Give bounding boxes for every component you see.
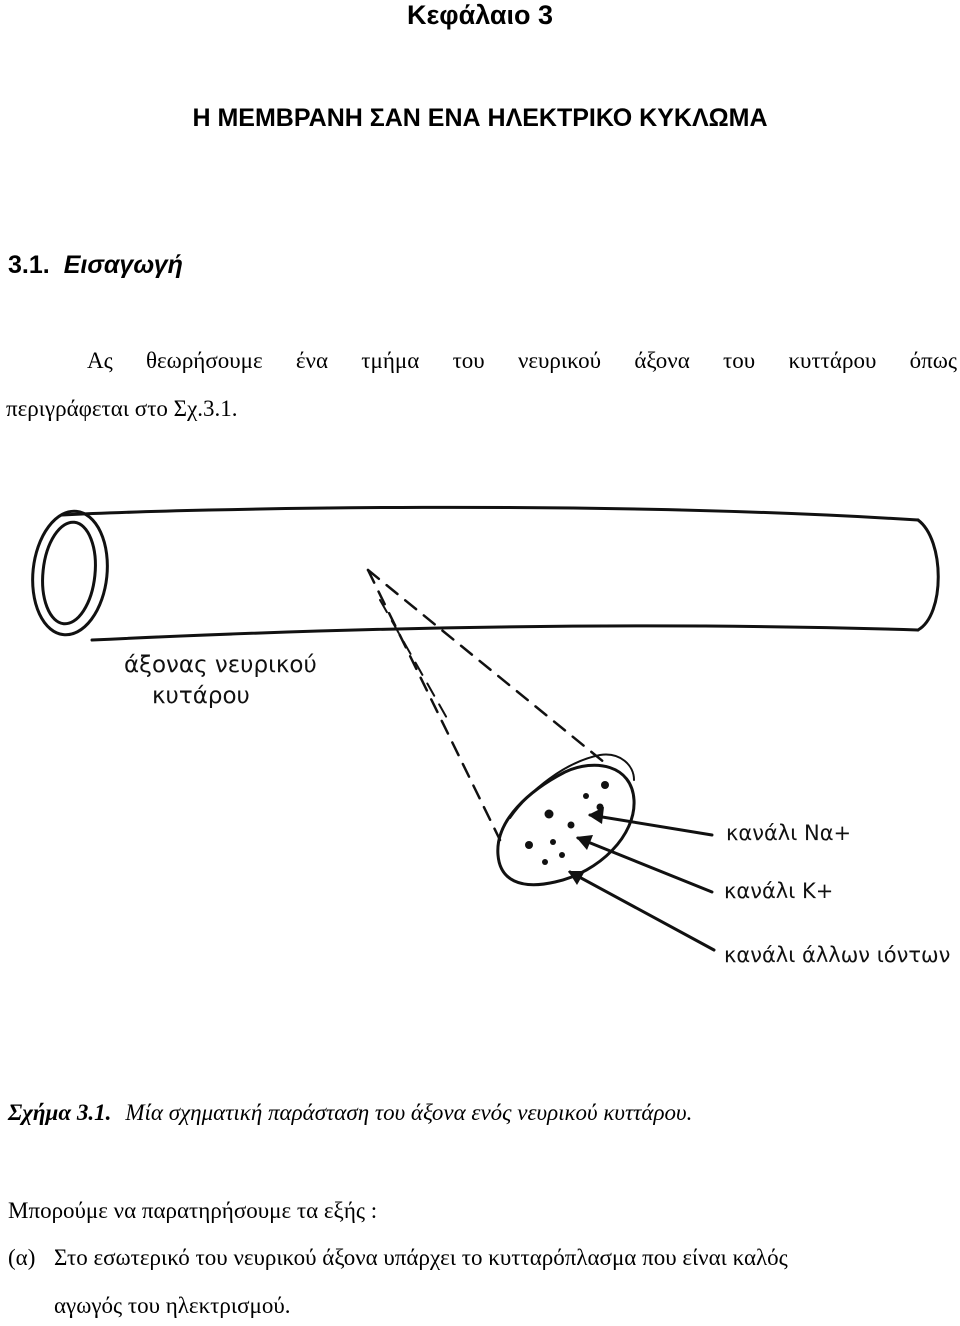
axon-tube-outer-ring (31, 509, 109, 637)
arrowhead-k (576, 835, 593, 850)
list-item-a: (α) Στο εσωτερικό του νευρικού άξονα υπάρ… (8, 1245, 958, 1271)
zoom-line-right (366, 568, 607, 765)
channel-dot (550, 839, 556, 845)
paragraph-1-line-1: Ας θεωρήσουμε ένα τμήμα του νευρικού άξο… (87, 348, 957, 373)
subsection-number: 3.1. (8, 251, 50, 279)
arrow-k (576, 836, 714, 894)
paragraph-1-line-2: περιγράφεται στο Σχ.3.1. (6, 396, 238, 421)
channel-dot (596, 803, 604, 811)
chapter-title: Κεφάλαιο 3 (406, 0, 554, 30)
membrane-patch-rim (509, 753, 635, 819)
channel-label-other: κανάλι άλλων ιόντων (724, 943, 950, 967)
zoom-line-left (366, 568, 502, 842)
arrow-other (568, 870, 716, 952)
axon-label-line-1: άξονας νευρικού (124, 652, 317, 678)
list-item-a-line-2: αγωγός του ηλεκτρισμού. (54, 1293, 291, 1318)
paragraph-2: Μπορούμε να παρατηρήσουμε τα εξής : (8, 1198, 378, 1223)
axon-tube-inner-ring (41, 520, 97, 626)
subsection-heading: 3.1. Εισαγωγή (8, 251, 183, 280)
axon-tube-bottom-edge (90, 624, 920, 642)
channel-label-k: κανάλι Κ+ (724, 879, 833, 903)
subsection-title: Εισαγωγή (63, 251, 183, 279)
channel-dot (567, 821, 575, 829)
channel-label-na: κανάλι Να+ (726, 821, 851, 845)
caption-label: Σχήμα 3.1. (8, 1100, 112, 1125)
arrowhead-na (588, 807, 604, 824)
channel-dot (542, 859, 548, 865)
membrane-patch (496, 763, 636, 887)
axon-tube-top-edge (60, 505, 920, 522)
axon-label-line-2: κυτάρου (152, 683, 250, 709)
arrow-na (588, 813, 714, 837)
axon-tube-end-cap (916, 518, 940, 632)
axon-figure: άξονας νευρικού κυτάρου κανάλι Να+ κανάλ… (31, 505, 950, 967)
caption-text: Μία σχηματική παράσταση του άξονα ενός ν… (125, 1100, 693, 1125)
channel-dot (544, 809, 554, 819)
channel-dot (525, 841, 533, 849)
figure-caption: Σχήμα 3.1. Μία σχηματική παράσταση του άξ… (8, 1100, 692, 1126)
list-marker: (α) (8, 1245, 36, 1270)
section-heading: Η ΜΕΜΒΡΑΝΗ ΣΑΝ ΕΝΑ ΗΛΕΚΤΡΙΚΟ ΚΥΚΛΩΜΑ (192, 104, 768, 132)
channel-dot (601, 781, 609, 789)
arrowhead-other (568, 871, 585, 885)
list-item-a-line-1: Στο εσωτερικό του νευρικού άξονα υπάρχει… (54, 1245, 788, 1270)
channel-dot (559, 852, 565, 858)
channel-dot (583, 793, 589, 799)
